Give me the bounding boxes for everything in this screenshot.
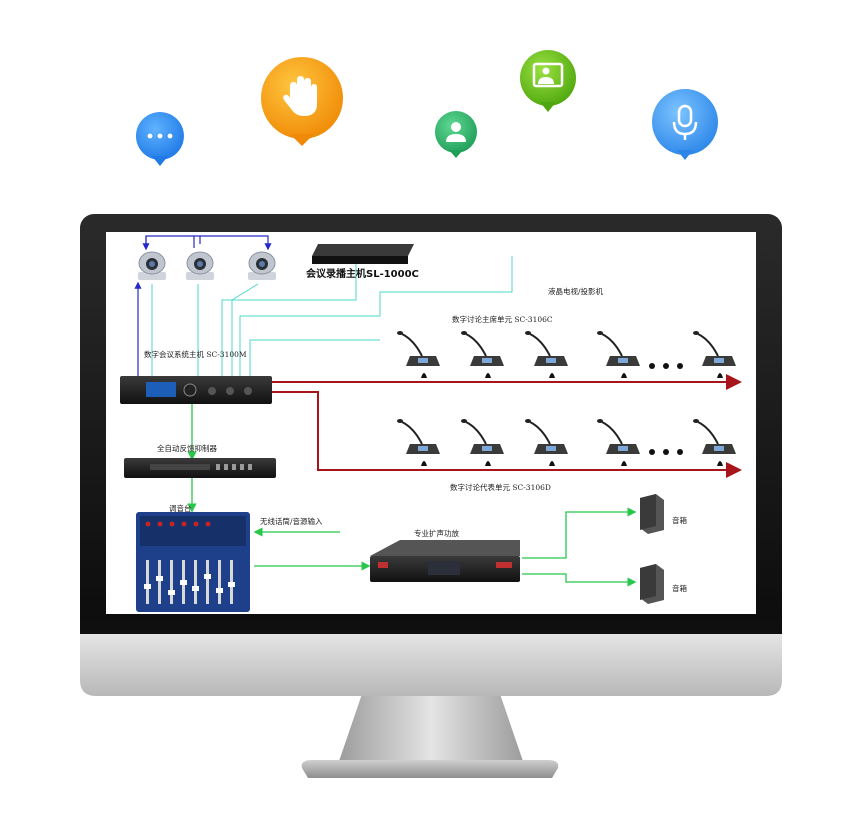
recording-host-device: [312, 244, 414, 264]
system-host-label: 数字会议系统主机 SC-3100M: [144, 350, 247, 359]
mixer-device: [136, 512, 250, 612]
delegate-unit-row: [397, 419, 736, 466]
ptz-camera-icon: [186, 251, 214, 280]
chairman-unit-label: 数字讨论主席单元 SC-3106C: [452, 315, 553, 324]
user-icon: [435, 111, 477, 158]
ptz-camera-icon: [138, 251, 166, 280]
conference-unit-icon: [397, 419, 440, 466]
conference-unit-icon: [597, 331, 640, 378]
speaker-icon: [640, 494, 664, 534]
ptz-camera-icon: [248, 251, 276, 280]
monitor-chin: [80, 632, 782, 696]
bus-lines: [272, 374, 742, 478]
conference-unit-icon: [525, 419, 568, 466]
presenter-icon: [520, 50, 576, 112]
monitor-stand: [301, 694, 559, 778]
lcd-tv-label: 液晶电视/投影机: [548, 287, 604, 296]
conference-unit-icon: [525, 331, 568, 378]
system-host-device: [120, 376, 272, 404]
conference-unit-icon: [597, 419, 640, 466]
speaker-icon: [640, 564, 664, 604]
conference-unit-icon: [693, 331, 736, 378]
recording-host-label: 会议录播主机SL-1000C: [306, 269, 419, 280]
wireless-input-label: 无线话筒/音源输入: [260, 517, 323, 526]
delegate-unit-label: 数字讨论代表单元 SC-3106D: [450, 483, 551, 492]
conference-unit-icon: [397, 331, 440, 378]
conference-unit-icon: [693, 419, 736, 466]
speaker-label-2: 音箱: [672, 584, 687, 593]
amplifier-label: 专业扩声功放: [414, 529, 459, 538]
microphone-icon: [652, 89, 718, 160]
ellipsis-dots: [649, 363, 683, 455]
hand-raise-icon: [261, 57, 343, 146]
conference-unit-icon: [461, 419, 504, 466]
chat-bubble-icon: [135, 112, 184, 166]
chairman-unit-row: [397, 331, 736, 378]
amplifier-device: [370, 540, 520, 582]
audio-links: [187, 404, 637, 587]
control-links: [134, 235, 272, 378]
speaker-label-1: 音箱: [672, 516, 687, 525]
ptz-camera-group: [138, 251, 276, 280]
feedback-suppressor-label: 全自动反馈抑制器: [157, 444, 217, 453]
conference-unit-icon: [461, 331, 504, 378]
feature-icons: [135, 50, 718, 166]
mixer-label: 调音台: [169, 504, 192, 513]
video-links: [151, 256, 513, 378]
feedback-suppressor-device: [124, 458, 276, 478]
